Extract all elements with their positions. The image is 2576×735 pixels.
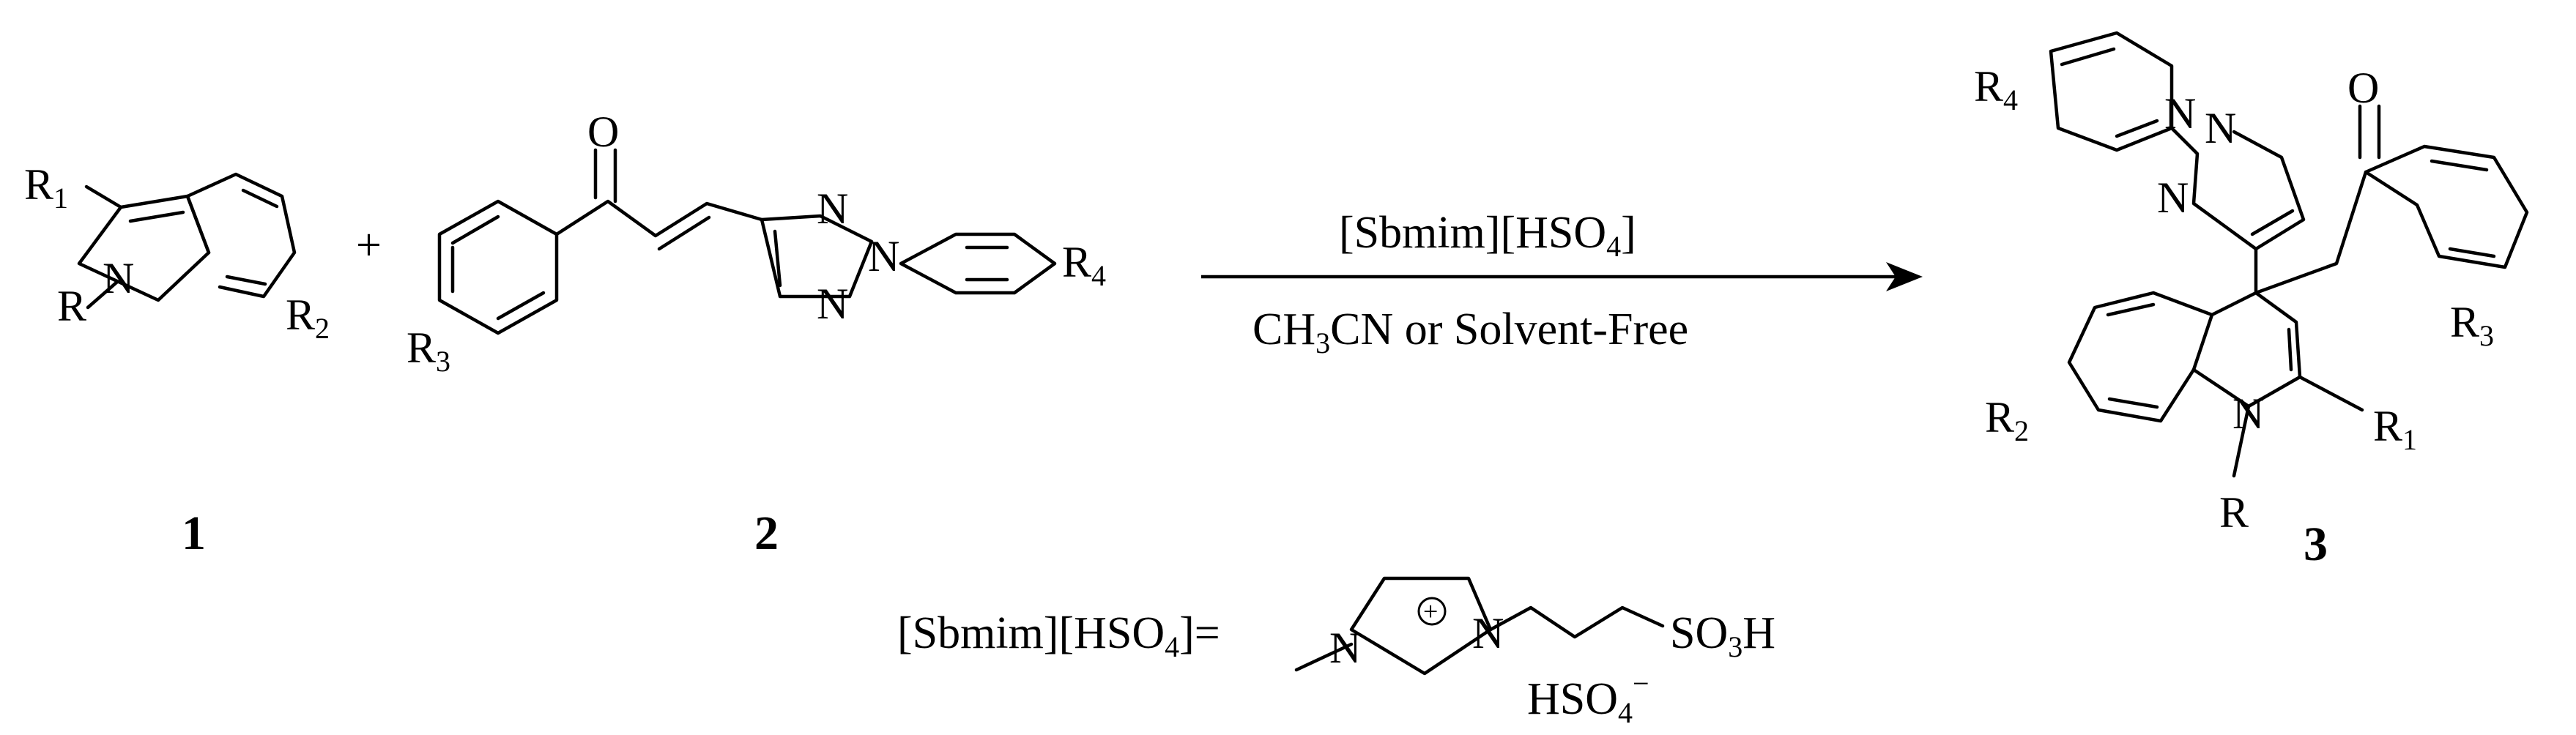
svg-text:O: O bbox=[2347, 64, 2379, 112]
svg-text:N: N bbox=[2157, 174, 2189, 222]
compound-number-3: 3 bbox=[2304, 518, 2328, 571]
svg-text:N: N bbox=[2205, 104, 2236, 152]
compound-1-indole: R1 N R R2 1 bbox=[24, 160, 330, 560]
svg-text:R2: R2 bbox=[1985, 393, 2029, 447]
svg-text:R3: R3 bbox=[2450, 298, 2494, 352]
svg-text:R4: R4 bbox=[1974, 62, 2018, 116]
svg-text:R: R bbox=[57, 282, 86, 330]
cation-charge: + bbox=[1423, 597, 1438, 626]
svg-text:HSO4−: HSO4− bbox=[1527, 667, 1649, 729]
svg-text:N: N bbox=[103, 254, 134, 302]
svg-text:N: N bbox=[2232, 389, 2264, 438]
compound-3-product: N N N O N R R1 R2 R3 R4 3 bbox=[1974, 31, 2529, 571]
svg-text:R1: R1 bbox=[2373, 402, 2417, 456]
ionic-liquid-definition: [Sbmim][HSO4]= + N N SO3H HSO4− bbox=[897, 576, 1775, 729]
svg-text:SO3H: SO3H bbox=[1670, 608, 1775, 663]
compound-number-1: 1 bbox=[182, 507, 206, 560]
conditions-label: CH3CN or Solvent-Free bbox=[1252, 305, 1688, 359]
svg-text:R2: R2 bbox=[286, 291, 330, 345]
ionic-liquid-name: [Sbmim][HSO4]= bbox=[897, 608, 1220, 663]
reaction-arrow: [Sbmim][HSO4] CH3CN or Solvent-Free bbox=[1201, 208, 1923, 359]
plus-sign: + bbox=[356, 220, 382, 270]
catalyst-label: [Sbmim][HSO4] bbox=[1339, 208, 1636, 263]
svg-text:N: N bbox=[817, 280, 848, 328]
svg-text:N: N bbox=[868, 232, 899, 280]
svg-text:R: R bbox=[2219, 488, 2249, 537]
svg-text:R1: R1 bbox=[24, 160, 68, 214]
svg-text:R3: R3 bbox=[407, 324, 450, 378]
svg-text:N: N bbox=[1329, 624, 1361, 672]
svg-text:N: N bbox=[1472, 609, 1504, 657]
svg-text:R4: R4 bbox=[1062, 238, 1106, 292]
compound-2-chalcone: O N N N R4 R3 2 bbox=[407, 108, 1106, 560]
compound-number-2: 2 bbox=[754, 507, 779, 560]
svg-text:N: N bbox=[2164, 89, 2196, 138]
svg-text:O: O bbox=[587, 108, 619, 156]
svg-text:N: N bbox=[817, 184, 848, 233]
